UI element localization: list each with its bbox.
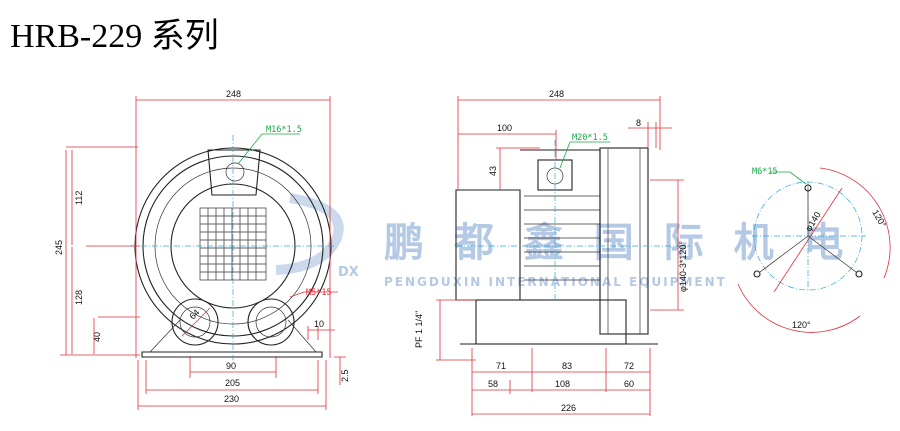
- front-screw-callout: M5*15: [306, 288, 332, 298]
- side-dim-height: 43: [488, 166, 498, 176]
- side-dim-thread-pos: 100: [497, 123, 512, 133]
- flange-angle-bottom: 120°: [792, 320, 811, 330]
- front-dim-top-width: 248: [226, 89, 241, 99]
- front-base: [141, 351, 323, 358]
- side-dim-108: 108: [555, 379, 570, 389]
- watermark-cn: 鹏 都 鑫 国 际 机 电: [384, 220, 852, 266]
- side-dim-top-width: 248: [549, 89, 564, 99]
- front-dim-port: 64: [187, 307, 201, 321]
- side-dim-total: 226: [561, 403, 576, 413]
- front-dim-outlet-height: 40: [92, 332, 102, 342]
- watermark-logo-icon: [275, 193, 344, 275]
- flange-screw-callout: M6*15: [752, 167, 778, 177]
- front-dim-base-width: 230: [224, 394, 239, 404]
- side-thread-callout: M20*1.5: [572, 133, 608, 143]
- watermark: DX 鹏 都 鑫 国 际 机 电 PENGDUXIN INTERNATIONAL…: [275, 193, 852, 289]
- front-dim-foot: 2.5: [340, 369, 350, 382]
- flange-angle-right: 120°: [870, 208, 888, 229]
- front-dim-height-total: 245: [54, 240, 64, 255]
- side-dim-83: 83: [562, 361, 572, 371]
- flange-hole-top: [804, 184, 812, 192]
- side-base-block: [475, 299, 627, 345]
- side-dim-58: 58: [488, 379, 498, 389]
- side-blower-housing: [599, 147, 649, 335]
- side-dim-flange: 8: [636, 118, 641, 128]
- front-dim-base-slot: 205: [225, 378, 240, 388]
- front-inlet-right: [247, 298, 295, 346]
- side-dim-72: 72: [624, 361, 634, 371]
- front-dim-upper: 112: [74, 191, 84, 205]
- flange-hole-right: [855, 270, 863, 278]
- front-top-boss: [207, 149, 261, 196]
- page-title: HRB-229 系列: [10, 18, 219, 55]
- side-dim-60: 60: [624, 379, 634, 389]
- front-dim-inlet-spacing: 90: [226, 361, 236, 371]
- front-dim-offset: 10: [314, 319, 324, 329]
- front-inlet-left: [171, 298, 219, 346]
- watermark-logo-text: DX: [338, 265, 359, 280]
- front-top-port: [225, 162, 245, 182]
- side-dim-pipe: PF 1 1/4": [414, 311, 424, 348]
- front-dim-lower: 128: [74, 290, 84, 305]
- side-view: 248 100 M20*1.5 8 43 φ140-3*120° PF 1 1/…: [414, 89, 690, 416]
- side-dim-71: 71: [496, 361, 506, 371]
- watermark-en: PENGDUXIN INTERNATIONAL EQUIPMENT: [384, 275, 727, 289]
- front-view: 248 245 112 128 40 M16*1.5 M5*15 64 10 2…: [54, 89, 350, 410]
- side-dim-pcd: φ140-3*120°: [678, 241, 688, 292]
- front-thread-callout: M16*1.5: [266, 125, 302, 135]
- flange-hole-left: [753, 270, 761, 278]
